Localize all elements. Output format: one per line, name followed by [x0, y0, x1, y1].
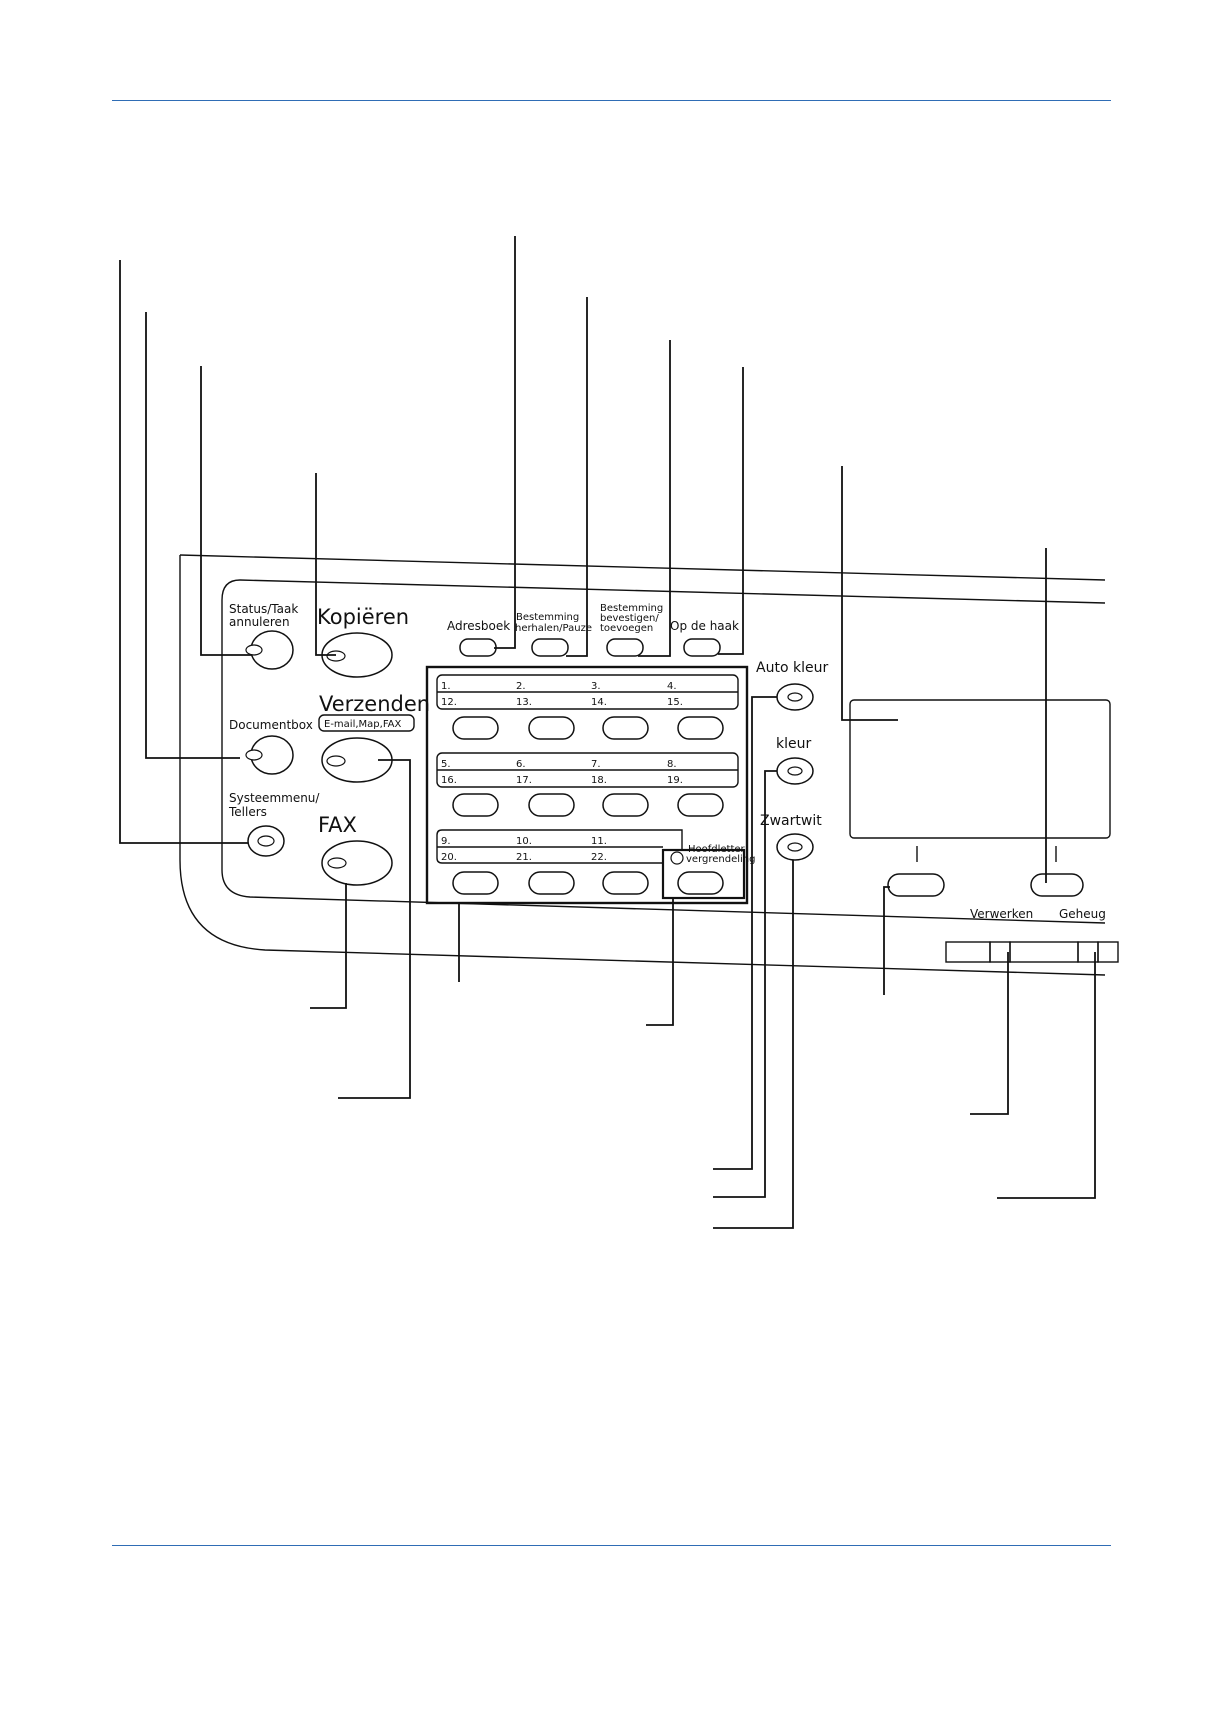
- confirm-add-label-3: toevoegen: [600, 623, 653, 634]
- one-touch-number: 9.: [441, 836, 451, 847]
- one-touch-number: 15.: [667, 697, 683, 708]
- one-touch-number: 3.: [591, 681, 601, 692]
- black-white-label: Zwartwit: [760, 813, 822, 829]
- panel-outline: [179, 554, 1106, 976]
- one-touch-key[interactable]: [602, 871, 649, 895]
- redial-pause-key[interactable]: [531, 638, 569, 657]
- auto-color-key[interactable]: [776, 683, 814, 711]
- redial-pause-label-1: Bestemming: [516, 612, 579, 623]
- one-touch-number: 7.: [591, 759, 601, 770]
- one-touch-key[interactable]: [452, 793, 499, 817]
- header-rule: [112, 100, 1111, 101]
- footer-rule: [112, 1545, 1111, 1546]
- one-touch-block: [425, 665, 749, 905]
- one-touch-key[interactable]: [677, 716, 724, 740]
- copy-led-icon: [326, 650, 346, 662]
- one-touch-strip-3: [436, 829, 683, 864]
- one-touch-number: 20.: [441, 852, 457, 863]
- indicator-strip: [945, 941, 1119, 963]
- documentbox-led-icon: [245, 749, 263, 761]
- callout-lines: [119, 236, 1096, 1229]
- black-white-led-icon: [787, 842, 803, 852]
- color-label: kleur: [776, 736, 811, 752]
- status-cancel-key[interactable]: [245, 630, 294, 670]
- status-cancel-label-1: Status/Taak: [229, 602, 298, 616]
- one-touch-number: 6.: [516, 759, 526, 770]
- soft-key-right[interactable]: [1030, 873, 1084, 897]
- one-touch-number: 11.: [591, 836, 607, 847]
- one-touch-key[interactable]: [602, 793, 649, 817]
- one-touch-number: 1.: [441, 681, 451, 692]
- confirm-add-key[interactable]: [606, 638, 644, 657]
- soft-key-left[interactable]: [887, 873, 945, 897]
- processing-label: Verwerken: [970, 907, 1033, 921]
- one-touch-number: 16.: [441, 775, 457, 786]
- address-book-label: Adresboek: [447, 619, 510, 633]
- caps-lock-led-icon: [670, 851, 684, 865]
- send-led-icon: [326, 755, 346, 767]
- one-touch-number: 21.: [516, 852, 532, 863]
- caps-lock-label-1: Hoofdletter: [688, 844, 746, 855]
- one-touch-number: 12.: [441, 697, 457, 708]
- auto-color-led-icon: [787, 692, 803, 702]
- system-menu-led-icon: [257, 835, 275, 847]
- fax-led-icon: [327, 857, 347, 869]
- documentbox-key[interactable]: [245, 735, 294, 775]
- caps-lock-frame: [661, 848, 746, 900]
- send-sub-label: E-mail,Map,FAX: [324, 719, 401, 730]
- one-touch-number: 22.: [591, 852, 607, 863]
- documentbox-label: Documentbox: [229, 718, 313, 732]
- one-touch-number: 14.: [591, 697, 607, 708]
- confirm-add-label-2: bevestigen/: [600, 613, 659, 624]
- auto-color-label: Auto kleur: [756, 660, 828, 676]
- one-touch-number: 5.: [441, 759, 451, 770]
- one-touch-key[interactable]: [528, 716, 575, 740]
- one-touch-number: 19.: [667, 775, 683, 786]
- on-hook-key[interactable]: [683, 638, 721, 657]
- one-touch-key[interactable]: [528, 871, 575, 895]
- memory-label: Geheug: [1059, 907, 1106, 921]
- status-cancel-label-2: annuleren: [229, 615, 290, 629]
- one-touch-number: 13.: [516, 697, 532, 708]
- send-label: Verzenden: [319, 692, 430, 716]
- one-touch-number: 4.: [667, 681, 677, 692]
- one-touch-number: 10.: [516, 836, 532, 847]
- black-white-key[interactable]: [776, 833, 814, 861]
- fax-key[interactable]: [321, 840, 393, 886]
- copy-label: Kopiëren: [317, 605, 409, 629]
- caps-lock-label-2: vergrendeling: [686, 854, 755, 865]
- one-touch-key[interactable]: [528, 793, 575, 817]
- one-touch-number: 17.: [516, 775, 532, 786]
- fax-label: FAX: [318, 813, 357, 837]
- one-touch-key[interactable]: [452, 871, 499, 895]
- one-touch-key[interactable]: [677, 793, 724, 817]
- confirm-add-label-1: Bestemming: [600, 603, 663, 614]
- system-menu-key[interactable]: [247, 825, 285, 857]
- system-menu-label-2: Tellers: [228, 805, 267, 819]
- address-book-key[interactable]: [459, 638, 497, 657]
- color-led-icon: [787, 766, 803, 776]
- on-hook-label: Op de haak: [670, 619, 739, 633]
- one-touch-number: 18.: [591, 775, 607, 786]
- one-touch-key[interactable]: [602, 716, 649, 740]
- caps-lock-key[interactable]: [677, 871, 724, 895]
- redial-pause-label-2: herhalen/Pauze: [515, 623, 592, 634]
- send-sub-frame: [318, 714, 415, 732]
- one-touch-key[interactable]: [452, 716, 499, 740]
- status-led-icon: [245, 644, 263, 656]
- color-key[interactable]: [776, 757, 814, 785]
- display-screen: [849, 699, 1111, 839]
- one-touch-number: 2.: [516, 681, 526, 692]
- system-menu-label-1: Systeemmenu/: [229, 791, 320, 805]
- one-touch-number: 8.: [667, 759, 677, 770]
